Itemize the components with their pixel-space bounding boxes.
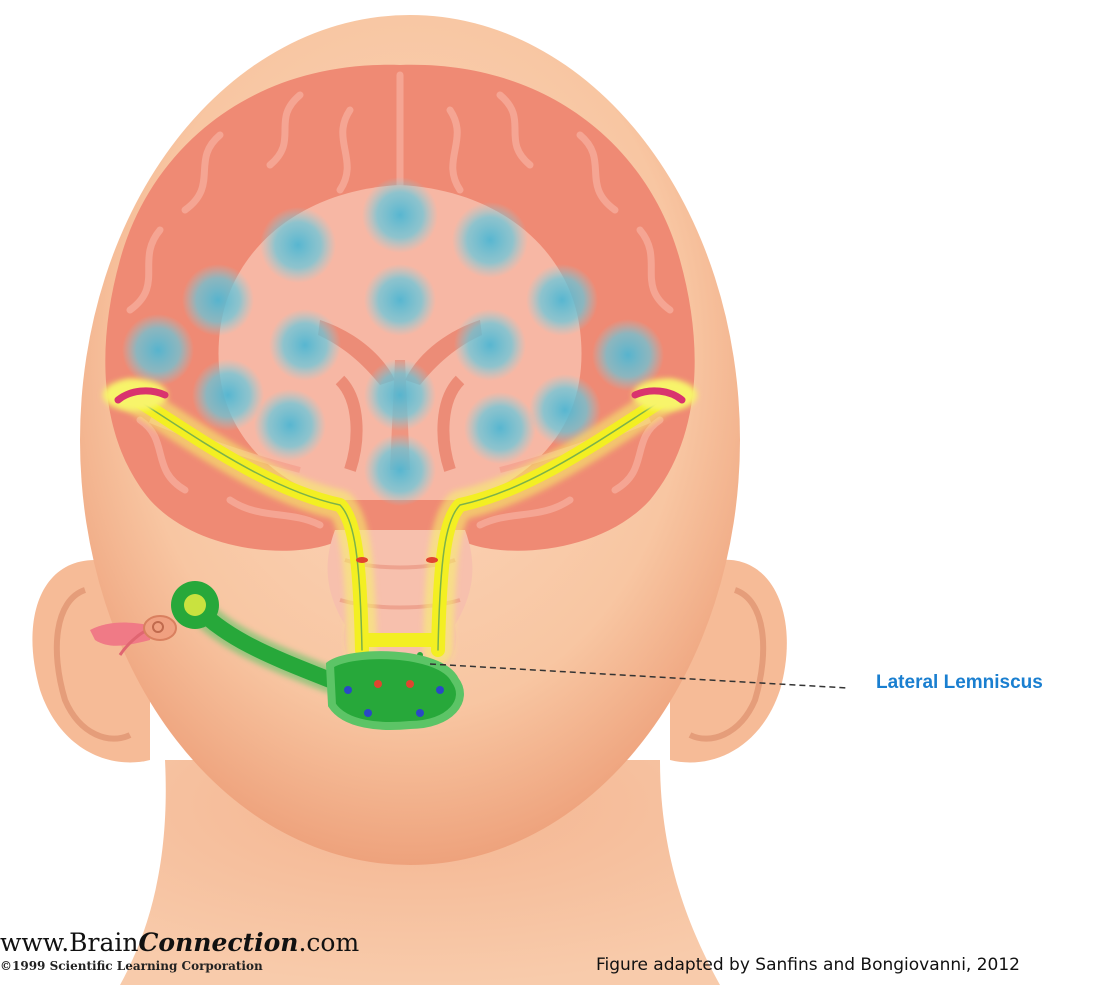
- watermark-site-italic: Connection: [139, 928, 299, 957]
- brainconnection-watermark: www.BrainConnection.com ©1999 Scientific…: [0, 928, 359, 973]
- figure-credit: Figure adapted by Sanfins and Bongiovann…: [596, 955, 1020, 975]
- watermark-site: www.BrainConnection.com: [0, 928, 359, 957]
- watermark-site-suffix: .com: [298, 928, 359, 957]
- lateral-lemniscus-label: Lateral Lemniscus: [876, 672, 1043, 694]
- watermark-site-prefix: www.Brain: [0, 928, 139, 957]
- watermark-copyright: ©1999 Scientific Learning Corporation: [0, 959, 359, 973]
